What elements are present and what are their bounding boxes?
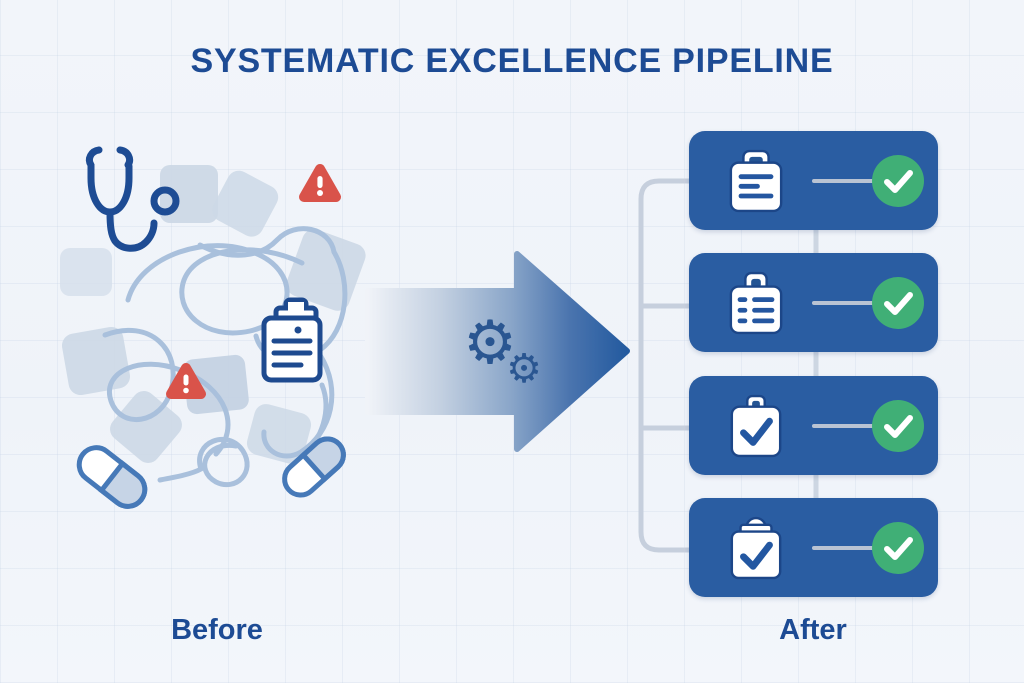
pipeline-step-card-1	[689, 131, 938, 230]
alert-triangle-icon	[299, 164, 341, 202]
before-chaos-illustration	[60, 146, 366, 509]
gear-icon: ⚙	[463, 308, 517, 378]
transform-arrow: ⚙ ⚙	[365, 251, 630, 452]
stethoscope-icon	[85, 146, 180, 252]
status-link-line	[812, 300, 874, 305]
connector-bracket	[638, 178, 692, 553]
pipeline-step-card-3	[689, 376, 938, 475]
document-clipboard-icon	[261, 297, 323, 383]
clipboard-list-icon	[729, 271, 783, 334]
capsule-icon	[76, 445, 148, 509]
clipboard-document-icon	[729, 149, 783, 212]
page-title: SYSTEMATIC EXCELLENCE PIPELINE	[190, 42, 834, 80]
capsule-icon	[282, 436, 346, 498]
pipeline-step-card-2	[689, 253, 938, 352]
alert-triangle-icon	[166, 363, 206, 399]
clipboard-check-icon	[730, 394, 782, 457]
before-label: Before	[171, 614, 263, 646]
gear-icon: ⚙	[506, 346, 542, 392]
arrow-shape	[365, 251, 630, 452]
status-link-line	[812, 545, 874, 550]
clipboard-check-icon	[730, 516, 782, 579]
status-link-line	[812, 178, 874, 183]
check-circle-icon	[872, 521, 924, 574]
check-circle-icon	[872, 399, 924, 452]
pipeline-step-card-4	[689, 498, 938, 597]
status-link-line	[812, 423, 874, 428]
after-label: After	[779, 614, 847, 646]
pipeline-connectors	[638, 178, 819, 553]
check-circle-icon	[872, 154, 924, 207]
check-circle-icon	[872, 276, 924, 329]
